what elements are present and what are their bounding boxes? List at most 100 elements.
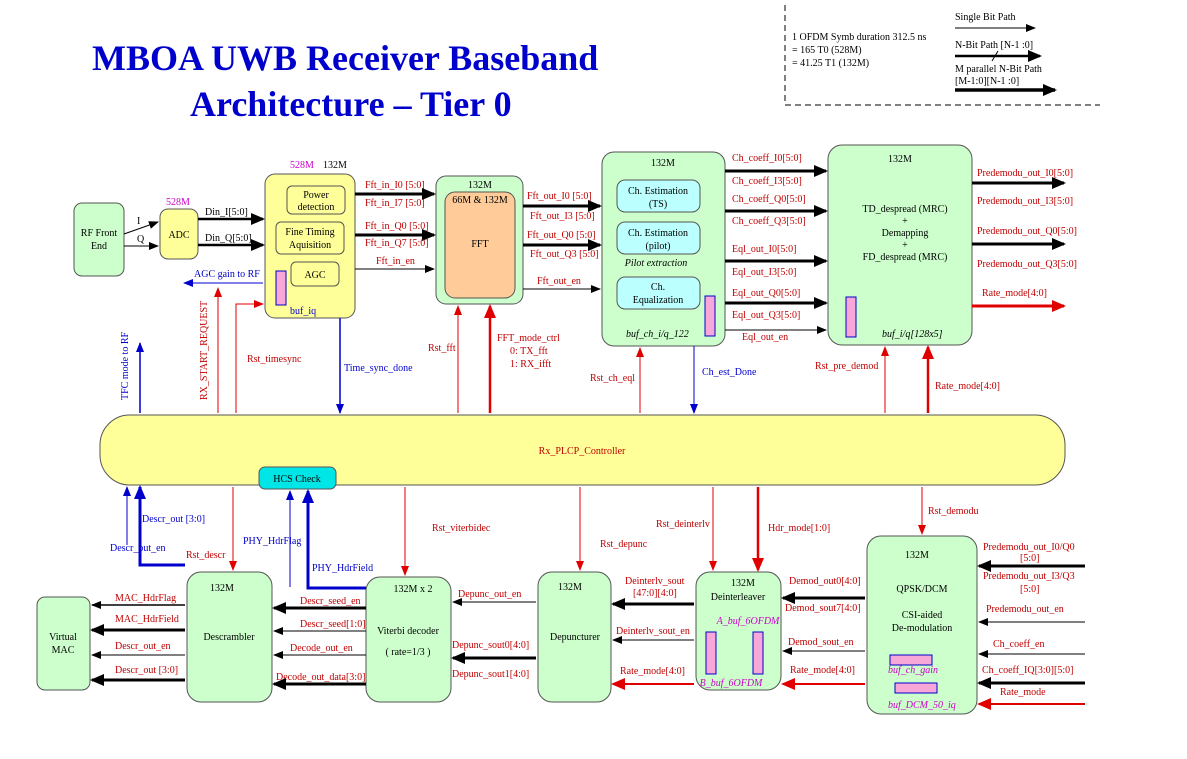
svg-text:Aquisition: Aquisition [289,240,331,251]
svg-text:[47:0][4:0]: [47:0][4:0] [633,588,677,599]
svg-text:Din_Q[5:0]: Din_Q[5:0] [205,233,252,244]
svg-text:Decode_out_en: Decode_out_en [290,643,353,654]
svg-text:528M: 528M [166,197,190,208]
svg-text:Ch_est_Done: Ch_est_Done [702,367,757,378]
svg-text:PHY_HdrFlag: PHY_HdrFlag [243,536,301,547]
svg-text:Predemodu_out_I3[5:0]: Predemodu_out_I3[5:0] [977,196,1073,207]
svg-text:Deinterlv_sout: Deinterlv_sout [625,576,685,587]
svg-text:buf_DCM_50_iq: buf_DCM_50_iq [888,700,956,711]
svg-text:Depunc_sout0[4:0]: Depunc_sout0[4:0] [452,640,529,651]
svg-text:Equalization: Equalization [633,295,684,306]
svg-text:Predemodu_out_I3/Q3: Predemodu_out_I3/Q3 [983,571,1075,582]
svg-text:Depunc_sout1[4:0]: Depunc_sout1[4:0] [452,669,529,680]
svg-text:Depuncturer: Depuncturer [550,632,601,643]
svg-text:TD_despread (MRC): TD_despread (MRC) [862,204,947,215]
svg-text:Viterbi decoder: Viterbi decoder [377,626,440,637]
svg-text:FD_despread (MRC): FD_despread (MRC) [863,252,948,263]
adc-block: 528M ADC [159,197,199,260]
svg-text:Din_I[5:0]: Din_I[5:0] [205,207,248,218]
despread-block: 132M TD_despread (MRC) + Demapping + FD_… [827,144,973,346]
lower-datapath: MAC_HdrFlag MAC_HdrField Descr_out_en De… [90,542,1085,710]
deinterleaver-block: 132M Deinterleaver A_buf_6OFDM B_buf_6OF… [695,571,782,691]
svg-text:Fft_out_en: Fft_out_en [537,276,581,287]
control-signals: TFC mode to RF RX_START_REQUEST Rst_time… [110,287,1000,590]
svg-text:Rate_mode: Rate_mode [1000,687,1046,698]
svg-text:Deinterleaver: Deinterleaver [711,592,766,603]
svg-text:[5:0]: [5:0] [1020,553,1039,564]
svg-text:ADC: ADC [168,230,189,241]
svg-text:+: + [902,216,908,227]
svg-text:Descr_out_en: Descr_out_en [110,543,166,554]
svg-text:[M-1:0][N-1 :0]: [M-1:0][N-1 :0] [955,76,1019,87]
rx-plcp-controller: Rx_PLCP_Controller HCS Check [99,414,1066,490]
svg-text:Ch. Estimation: Ch. Estimation [628,186,688,197]
virtual-mac-block: Virtual MAC [36,596,91,691]
svg-text:AGC: AGC [304,270,325,281]
svg-text:PHY_HdrField: PHY_HdrField [312,563,373,574]
svg-text:1: RX_ifft: 1: RX_ifft [510,359,551,370]
svg-text:Rst_pre_demod: Rst_pre_demod [815,361,878,372]
svg-text:Rst_demodu: Rst_demodu [928,506,979,517]
svg-text:buf_i/q[128x5]: buf_i/q[128x5] [882,329,943,340]
svg-text:FFT: FFT [471,239,488,250]
svg-text:Rst_descr: Rst_descr [186,550,226,561]
svg-text:Demod_sout7[4:0]: Demod_sout7[4:0] [785,603,861,614]
svg-text:MAC_HdrFlag: MAC_HdrFlag [115,593,176,604]
svg-text:Demod_out0[4:0]: Demod_out0[4:0] [789,576,861,587]
svg-text:0: TX_fft: 0: TX_fft [510,346,548,357]
svg-text:132M: 132M [210,583,234,594]
svg-text:Deinterlv_sout_en: Deinterlv_sout_en [616,626,690,637]
svg-text:Rate_mode[4:0]: Rate_mode[4:0] [982,288,1047,299]
svg-text:Fft_in_I7 [5:0]: Fft_in_I7 [5:0] [365,198,425,209]
svg-text:Time_sync_done: Time_sync_done [344,363,413,374]
svg-text:RF Front: RF Front [81,228,118,239]
svg-text:FFT_mode_ctrl: FFT_mode_ctrl [497,333,560,344]
svg-text:A_buf_6OFDM: A_buf_6OFDM [716,616,780,627]
svg-text:Fft_out_I0 [5:0]: Fft_out_I0 [5:0] [527,191,592,202]
svg-text:QPSK/DCM: QPSK/DCM [896,584,947,595]
svg-text:RX_START_REQUEST: RX_START_REQUEST [199,301,210,400]
svg-text:N-Bit Path [N-1 :0]: N-Bit Path [N-1 :0] [955,40,1033,51]
svg-text:End: End [91,241,107,252]
svg-text:Rate_mode[4:0]: Rate_mode[4:0] [790,665,855,676]
svg-text:buf_iq: buf_iq [290,306,316,317]
channel-estimation-block: 132M Ch. Estimation (TS) Ch. Estimation … [601,151,726,347]
svg-text:Demapping: Demapping [882,228,929,239]
svg-text:Hdr_mode[1:0]: Hdr_mode[1:0] [768,523,830,534]
upper-datapath: I Q Din_I[5:0] Din_Q[5:0] AGC gain to RF… [123,153,1077,343]
svg-text:Predemodu_out_Q0[5:0]: Predemodu_out_Q0[5:0] [977,226,1077,237]
svg-text:Demod_sout_en: Demod_sout_en [788,637,854,648]
svg-text:Descrambler: Descrambler [203,632,255,643]
svg-text:= 165 T0 (528M): = 165 T0 (528M) [792,45,862,56]
svg-text:Predemodu_out_en: Predemodu_out_en [986,604,1064,615]
svg-text:(TS): (TS) [649,199,667,210]
svg-text:132M: 132M [323,160,347,171]
svg-text:Single Bit Path: Single Bit Path [955,12,1016,23]
svg-text:+: + [902,240,908,251]
svg-text:detection: detection [298,202,335,213]
svg-text:Fft_in_en: Fft_in_en [376,256,415,267]
svg-text:HCS Check: HCS Check [273,474,321,485]
svg-text:TFC mode to RF: TFC mode to RF [120,331,131,400]
svg-text:Decode_out_data[3:0]: Decode_out_data[3:0] [276,672,365,683]
svg-text:Descr_out_en: Descr_out_en [115,641,171,652]
svg-text:M parallel N-Bit Path: M parallel N-Bit Path [955,64,1042,75]
svg-text:buf_ch_i/q_122: buf_ch_i/q_122 [626,329,689,340]
svg-text:Fft_out_I3 [5:0]: Fft_out_I3 [5:0] [530,211,595,222]
title-line1: MBOA UWB Receiver Baseband [92,38,598,78]
svg-text:Ch_coeff_I0[5:0]: Ch_coeff_I0[5:0] [732,153,802,164]
svg-text:Fft_out_Q0 [5:0]: Fft_out_Q0 [5:0] [527,230,596,241]
svg-text:Eql_out_Q0[5:0]: Eql_out_Q0[5:0] [732,288,800,299]
svg-text:132M x 2: 132M x 2 [394,584,433,595]
svg-text:buf_ch_gain: buf_ch_gain [888,665,938,676]
svg-text:Fine Timing: Fine Timing [285,227,334,238]
svg-text:Pilot extraction: Pilot extraction [624,258,688,269]
svg-text:Rst_ch_eql: Rst_ch_eql [590,373,635,384]
svg-text:MAC: MAC [52,645,75,656]
svg-text:132M: 132M [651,158,675,169]
svg-text:( rate=1/3 ): ( rate=1/3 ) [385,647,430,658]
svg-text:Rst_depunc: Rst_depunc [600,539,648,550]
svg-text:I: I [137,216,140,227]
svg-text:Rst_deinterlv: Rst_deinterlv [656,519,710,530]
svg-text:MAC_HdrField: MAC_HdrField [115,614,179,625]
